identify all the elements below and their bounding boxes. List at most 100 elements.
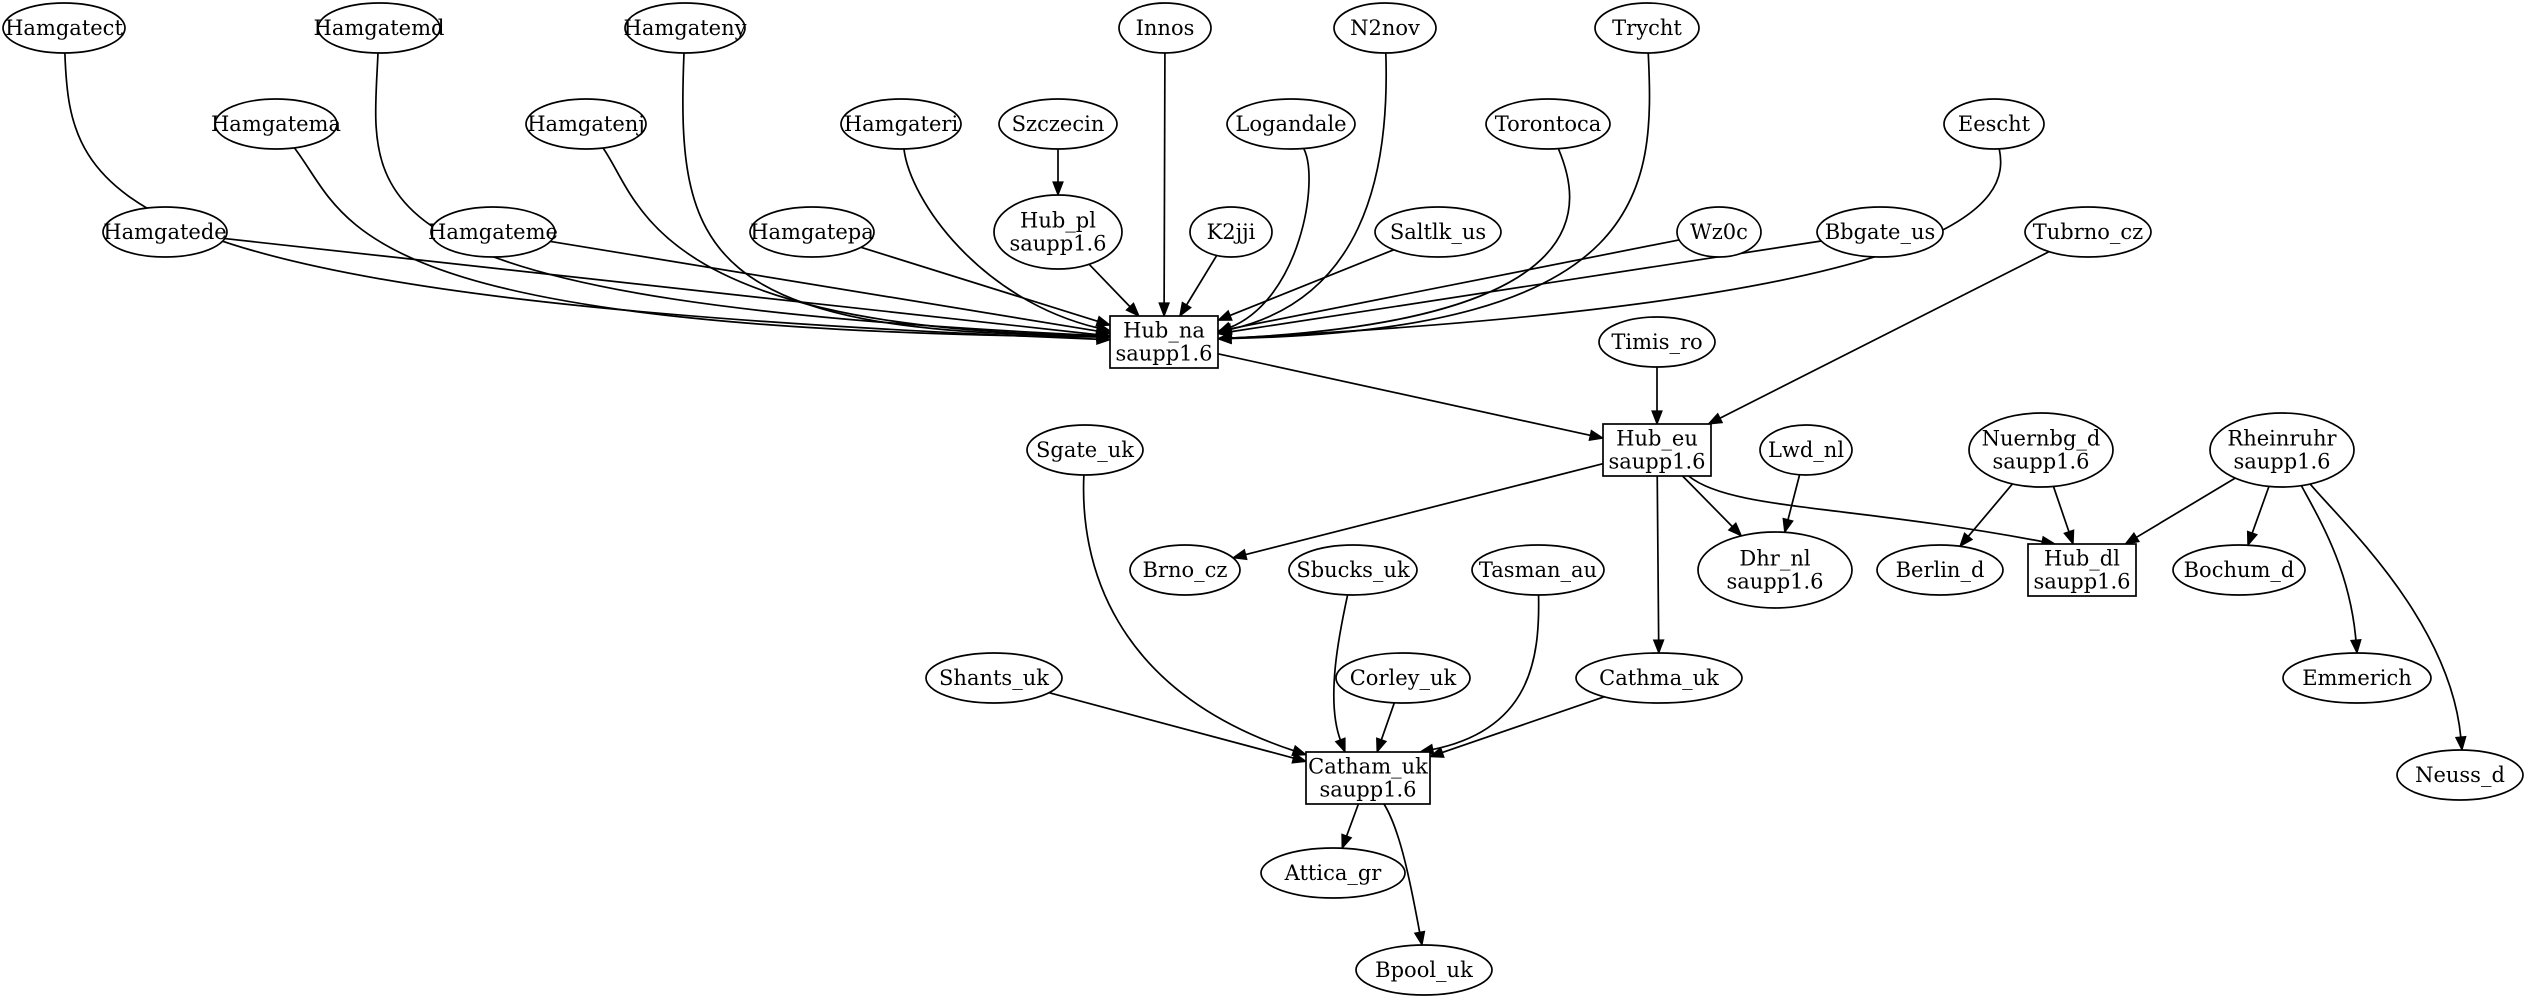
- hamgatemd-node-label-name: Hamgatemd: [314, 16, 445, 40]
- edge-hub-eu-to-brno-cz: [1231, 462, 1604, 561]
- hub-eu-node-label-name: Hub_eu: [1616, 427, 1698, 451]
- nuernbg-d-node-shape: [1968, 412, 2114, 488]
- hub-eu-node-label-version: saupp1.6: [1608, 450, 1705, 474]
- attica-gr-node-shape: [1260, 847, 1406, 899]
- hamgatect-node: Hamgatect: [2, 2, 126, 54]
- attica-gr-node-label-name: Attica_gr: [1284, 861, 1383, 885]
- edge-rheinruhr-to-hub-dl-line: [2135, 477, 2236, 539]
- hamgatede-node: Hamgatede: [102, 206, 228, 258]
- edge-lwd-nl-to-dhr-nl-line: [1786, 474, 1801, 521]
- corley-uk-node-shape: [1335, 652, 1471, 704]
- edge-catham-uk-to-bpool-uk-line: [1383, 803, 1421, 934]
- edge-nuernbg-d-to-berlin-d: [1958, 483, 2014, 548]
- rheinruhr-node-shape: [2209, 412, 2355, 488]
- innos-node: Innos: [1118, 2, 1212, 54]
- neuss-d-node-shape: [2396, 749, 2524, 801]
- hamgateri-node-label-name: Hamgateri: [844, 112, 959, 136]
- edge-rheinruhr-to-emmerich-line: [2300, 485, 2357, 642]
- hub-eu-node-shape: [1602, 423, 1712, 477]
- edge-hamgateme-to-hub-na-line: [550, 240, 1099, 333]
- edge-tubrno-cz-to-hub-eu: [1706, 250, 2050, 425]
- edge-hamgatepa-to-hub-na-line: [860, 246, 1099, 323]
- edge-hamgatemd-to-hub-na: [374, 52, 1112, 342]
- edge-rheinruhr-to-neuss-d-line: [2309, 483, 2462, 739]
- saltlk-us-node: Saltlk_us: [1374, 206, 1502, 258]
- hub-dl-node-shape: [2027, 543, 2137, 597]
- edge-sbucks-uk-to-catham-uk-arrowhead: [1334, 737, 1346, 754]
- k2jji-node-label-name: K2jji: [1207, 220, 1256, 244]
- edge-hub-eu-to-dhr-nl-line: [1681, 475, 1734, 528]
- neuss-d-node: Neuss_d: [2396, 749, 2524, 801]
- rheinruhr-node-label-version: saupp1.6: [2233, 450, 2330, 474]
- logandale-node-shape: [1226, 98, 1356, 150]
- edge-n2nov-to-hub-na-line: [1229, 52, 1388, 331]
- hub-dl-node-label-version: saupp1.6: [2033, 570, 2130, 594]
- edge-hub-pl-to-hub-na-line: [1088, 263, 1132, 308]
- dhr-nl-node-label-name: Dhr_nl: [1739, 547, 1810, 571]
- edge-hamgateme-to-hub-na-arrowhead: [1095, 325, 1112, 337]
- tubrno-cz-node-shape: [2024, 206, 2152, 258]
- edge-logandale-to-hub-na-line: [1228, 148, 1310, 329]
- szczecin-node-shape: [998, 98, 1118, 150]
- hamgateri-node-shape: [840, 98, 962, 150]
- logandale-node: Logandale: [1226, 98, 1356, 150]
- neuss-d-node-label-name: Neuss_d: [2415, 763, 2505, 787]
- edge-nuernbg-d-to-hub-dl-line: [2052, 486, 2071, 533]
- hamgateny-node-shape: [624, 2, 746, 54]
- innos-node-label-name: Innos: [1136, 16, 1195, 40]
- bpool-uk-node: Bpool_uk: [1355, 944, 1493, 996]
- edge-hub-eu-to-dhr-nl-arrowhead: [1727, 521, 1743, 538]
- lwd-nl-node-shape: [1759, 424, 1853, 476]
- edge-saltlk-us-to-hub-na-arrowhead: [1216, 309, 1233, 321]
- tubrno-cz-node-label-name: Tubrno_cz: [2033, 220, 2144, 244]
- emmerich-node: Emmerich: [2282, 652, 2432, 704]
- eescht-node: Eescht: [1943, 98, 2045, 150]
- catham-uk-node-shape: [1305, 751, 1431, 805]
- brno-cz-node-shape: [1129, 544, 1241, 596]
- edge-innos-to-hub-na: [1158, 52, 1170, 318]
- tubrno-cz-node: Tubrno_cz: [2024, 206, 2152, 258]
- n2nov-node: N2nov: [1333, 2, 1437, 54]
- edge-hamgatepa-to-hub-na: [860, 246, 1112, 327]
- edge-hamgatemd-to-hub-na-line: [374, 52, 1099, 337]
- bpool-uk-node-label-name: Bpool_uk: [1375, 958, 1473, 982]
- berlin-d-node: Berlin_d: [1876, 544, 2004, 596]
- bochum-d-node-shape: [2172, 544, 2306, 596]
- edge-tasman-au-to-catham-uk-line: [1431, 594, 1540, 751]
- edge-hamgatede-to-hub-na: [224, 237, 1112, 341]
- saltlk-us-node-label-name: Saltlk_us: [1390, 220, 1486, 244]
- edge-catham-uk-to-bpool-uk: [1383, 803, 1426, 947]
- catham-uk-node-label-name: Catham_uk: [1308, 755, 1428, 779]
- shants-uk-node: Shants_uk: [925, 652, 1063, 704]
- edge-corley-uk-to-catham-uk-line: [1380, 702, 1396, 741]
- hamgatepa-node-label-name: Hamgatepa: [750, 220, 874, 244]
- sbucks-uk-node-label-name: Sbucks_uk: [1296, 558, 1410, 582]
- edge-nuernbg-d-to-berlin-d-arrowhead: [1958, 532, 1974, 548]
- timis-ro-node-shape: [1598, 316, 1716, 368]
- edge-catham-uk-to-bpool-uk-arrowhead: [1413, 930, 1426, 947]
- k2jji-node: K2jji: [1189, 206, 1273, 258]
- bbgate-us-node-label-name: Bbgate_us: [1825, 220, 1936, 244]
- logandale-node-label-name: Logandale: [1235, 112, 1346, 136]
- edge-rheinruhr-to-neuss-d: [2309, 483, 2467, 752]
- edge-sgate-uk-to-catham-uk-line: [1082, 474, 1295, 752]
- edge-rheinruhr-to-hub-dl: [2123, 477, 2236, 545]
- edge-hamgatede-to-hub-na-line: [224, 237, 1099, 336]
- cathma-uk-node-shape: [1575, 652, 1743, 704]
- dhr-nl-node-label-version: saupp1.6: [1726, 570, 1823, 594]
- edge-tubrno-cz-to-hub-eu-arrowhead: [1706, 412, 1724, 425]
- edge-hub-na-to-hub-eu-line: [1217, 352, 1592, 437]
- edge-rheinruhr-to-emmerich-arrowhead: [2350, 638, 2362, 655]
- edge-nuernbg-d-to-berlin-d-line: [1967, 483, 2014, 538]
- edge-rheinruhr-to-neuss-d-arrowhead: [2454, 735, 2467, 752]
- hub-na-node-shape: [1109, 315, 1219, 369]
- timis-ro-node: Timis_ro: [1598, 316, 1716, 368]
- edge-sgate-uk-to-catham-uk: [1082, 474, 1308, 757]
- cathma-uk-node: Cathma_uk: [1575, 652, 1743, 704]
